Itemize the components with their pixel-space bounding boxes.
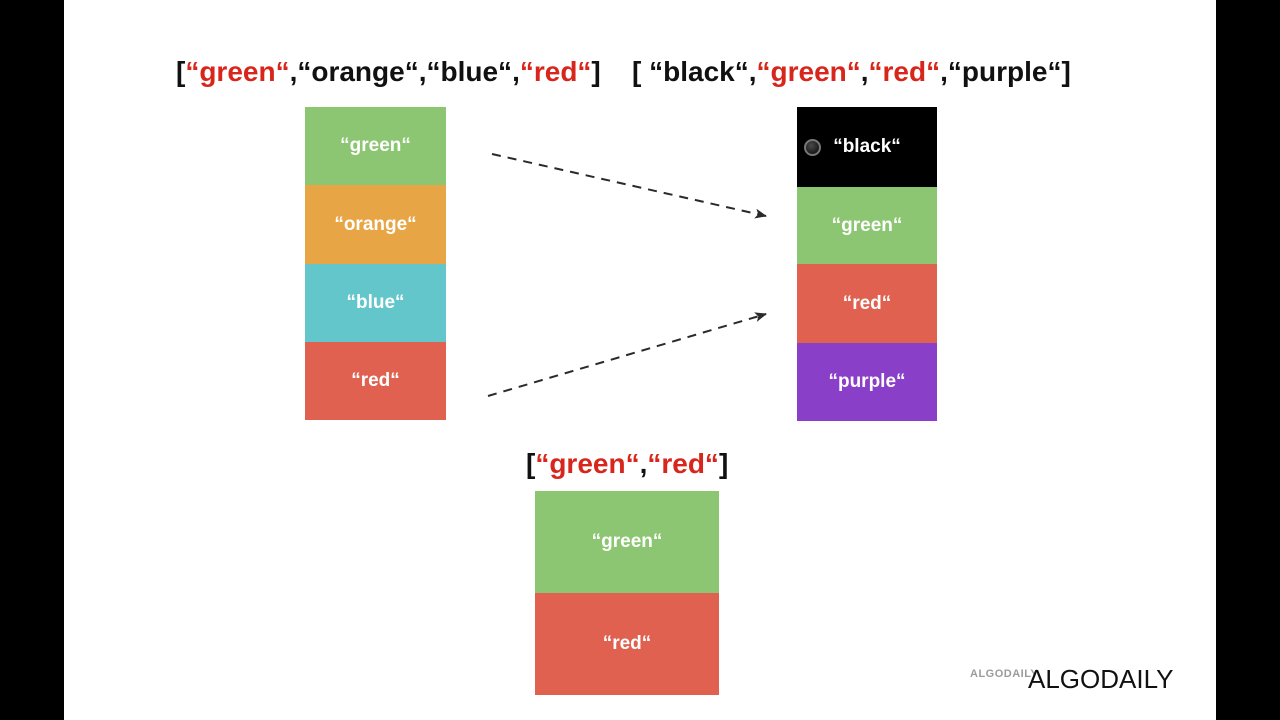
arrow-top-dashed: [491, 153, 767, 219]
array-cell-text: “blue“: [346, 292, 405, 313]
slide-canvas: [“green“,“orange“,“blue“,“red“] [ “black…: [64, 0, 1216, 720]
label-token: “red“: [868, 56, 941, 87]
label-token: [: [526, 448, 536, 479]
array-cell-text: “red“: [842, 292, 892, 314]
array-cell-text: “purple“: [828, 371, 906, 392]
array-cell-text: “green“: [831, 214, 903, 236]
right-array-stack: “black“ “green“ “red“ “purple“: [797, 107, 937, 421]
left-array-label: [“green“,“orange“,“blue“,“red“]: [176, 56, 601, 88]
array-cell: “purple“: [797, 343, 937, 421]
label-token: “black“: [649, 56, 749, 87]
label-token: ]: [718, 448, 729, 479]
result-array-stack: “green“ “red“: [535, 491, 719, 695]
label-token: “green“: [535, 448, 640, 479]
array-cell-text: “orange“: [334, 213, 417, 235]
array-cell: “red“: [797, 264, 937, 343]
label-token: “orange“: [297, 56, 419, 87]
array-cell-text: “red“: [351, 370, 400, 391]
label-token: “green“: [185, 56, 290, 87]
label-token: ]: [591, 56, 601, 87]
pointer-cursor-icon: [804, 139, 821, 156]
result-array-label: [“green“,“red“]: [526, 448, 728, 480]
label-token: ,: [940, 56, 948, 87]
label-token: ,: [748, 56, 757, 87]
array-cell: “green“: [535, 491, 719, 593]
watermark-small: ALGODAILY: [970, 668, 1039, 680]
label-token: “red“: [519, 56, 592, 87]
array-cell: “green“: [797, 187, 937, 264]
array-cell-text: “green“: [340, 135, 411, 156]
label-token: ]: [1061, 56, 1071, 87]
label-token: ,: [639, 448, 648, 479]
label-token: ,: [289, 56, 298, 87]
right-array-label: [ “black“,“green“,“red“,“purple“]: [632, 56, 1071, 88]
array-cell-text: “green“: [591, 531, 663, 552]
array-cell: “orange“: [305, 185, 446, 264]
label-token: “green“: [756, 56, 861, 87]
label-token: [: [176, 56, 186, 87]
label-token: “red“: [647, 448, 719, 479]
watermark-large: ALGODAILY: [1028, 664, 1174, 694]
label-token: ,: [512, 56, 520, 87]
array-cell: “blue“: [305, 264, 446, 342]
label-token: ,: [418, 56, 427, 87]
array-cell-text: “black“: [833, 136, 901, 157]
array-cell-text: “red“: [602, 633, 652, 654]
arrow-bottom-dashed: [487, 312, 767, 397]
array-cell: “green“: [305, 107, 446, 185]
label-token: [: [632, 56, 650, 87]
left-array-stack: “green“ “orange“ “blue“ “red“: [305, 107, 446, 420]
label-token: “purple“: [947, 56, 1062, 87]
array-cell: “red“: [305, 342, 446, 420]
label-token: “blue“: [426, 56, 513, 87]
array-cell: “red“: [535, 593, 719, 695]
label-token: ,: [860, 56, 869, 87]
